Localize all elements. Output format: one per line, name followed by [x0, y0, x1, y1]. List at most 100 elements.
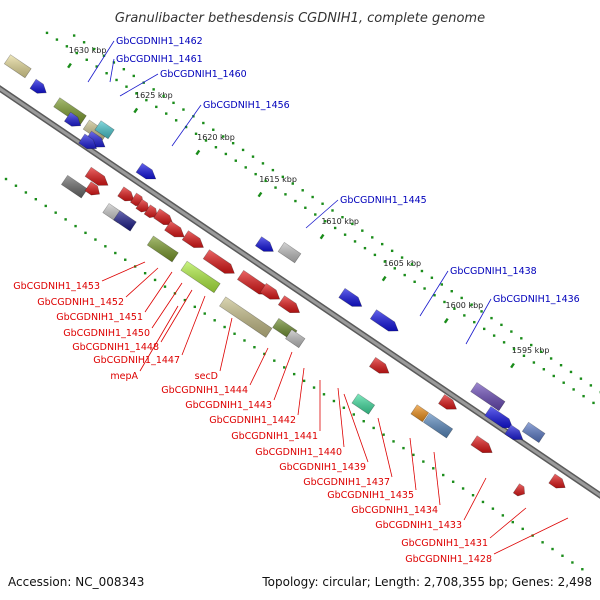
gene-shading	[147, 236, 179, 262]
gene-shading	[135, 199, 149, 213]
dot-track-mark	[163, 285, 167, 288]
gene-shading	[83, 120, 108, 142]
dot-track-mark	[342, 406, 346, 409]
gene-shading	[144, 204, 158, 218]
gene-shading	[255, 236, 274, 252]
gene-label-bottom: GbCGDNIH1_1441	[231, 431, 318, 442]
gene-label-bottom: GbCGDNIH1_1437	[303, 477, 390, 488]
leader-line-bottom	[343, 393, 369, 463]
dot-track-mark	[243, 339, 246, 342]
leader-line-bottom	[139, 305, 179, 372]
gene-shading	[351, 393, 375, 415]
dot-track-mark	[264, 179, 267, 183]
dot-track-mark	[561, 554, 564, 557]
leader-line-bottom	[493, 517, 569, 555]
dot-track-mark	[241, 148, 245, 152]
dot-track-mark	[254, 172, 257, 176]
leader-line-bottom	[160, 289, 193, 343]
dot-track-mark	[82, 41, 86, 44]
dot-track-mark	[471, 494, 475, 497]
dot-track-mark	[361, 229, 364, 232]
dot-track-mark	[382, 433, 385, 436]
dot-track-mark	[153, 278, 157, 282]
leader-line-bottom	[377, 417, 393, 478]
dot-track-mark	[182, 108, 185, 111]
dot-track-mark	[559, 364, 563, 367]
dot-track-mark	[155, 105, 158, 109]
dot-track-mark	[112, 61, 116, 64]
gene-label-bottom: GbCGDNIH1_1448	[72, 342, 159, 353]
leader-line-top	[305, 199, 339, 229]
map-title: Granulibacter bethesdensis CGDNIH1, comp…	[115, 11, 485, 26]
leader-line-bottom	[151, 282, 183, 329]
dot-track-mark	[294, 199, 297, 203]
gene-label-top: GbCGDNIH1_1438	[450, 266, 537, 277]
dot-track-mark	[492, 334, 496, 337]
dot-track-mark	[551, 547, 554, 551]
gene-shading	[423, 413, 453, 438]
dot-track-mark	[440, 283, 444, 286]
dot-track-mark	[443, 300, 446, 304]
dot-track-mark	[582, 394, 585, 398]
gene-label-bottom: GbCGDNIH1_1433	[375, 520, 462, 531]
dot-track-mark	[183, 298, 187, 302]
dot-track-mark	[413, 280, 416, 283]
dot-track-mark	[461, 487, 465, 490]
dot-track-mark	[271, 168, 275, 172]
dot-track-mark	[172, 101, 175, 105]
dot-track-mark	[301, 189, 304, 192]
gene-label-bottom: GbCGDNIH1_1447	[93, 355, 180, 366]
dot-track-mark	[233, 332, 236, 335]
dot-track-mark	[351, 222, 354, 226]
dot-track-mark	[460, 296, 463, 300]
dot-track-mark	[453, 307, 456, 310]
dot-track-mark	[542, 368, 546, 371]
gene-label-bottom: GbCGDNIH1_1434	[351, 505, 438, 516]
dot-track-mark	[362, 420, 365, 423]
dot-track-mark	[152, 88, 155, 91]
dot-track-mark	[502, 341, 506, 344]
gene-shading	[64, 112, 81, 127]
leader-line-bottom	[101, 261, 146, 282]
dot-track-mark	[539, 350, 543, 353]
dot-track-mark	[392, 440, 395, 443]
dot-track-mark	[522, 354, 526, 357]
dot-track-mark	[480, 310, 483, 313]
dot-track-mark	[84, 231, 87, 235]
gene-shading	[94, 120, 115, 139]
dot-track-mark	[371, 236, 374, 239]
gene-shading	[548, 474, 566, 489]
gene-shading	[410, 404, 429, 422]
kbp-label: 1600 kbp	[446, 301, 484, 310]
dot-track-mark	[292, 372, 296, 376]
dot-track-mark	[284, 193, 287, 196]
dot-track-mark	[373, 253, 377, 257]
dot-track-mark	[490, 316, 493, 320]
dot-track-mark	[450, 290, 453, 293]
gene-label-bottom: GbCGDNIH1_1439	[279, 462, 366, 473]
dot-track-mark	[24, 191, 28, 194]
gene-shading	[113, 210, 137, 232]
gene-shading	[278, 242, 301, 263]
leader-line-bottom	[273, 351, 293, 401]
dot-track-mark	[74, 224, 77, 228]
dot-track-mark	[135, 92, 138, 95]
dot-track-mark	[314, 213, 317, 216]
dot-track-mark	[592, 401, 595, 405]
gene-shading	[136, 163, 156, 179]
dot-track-mark	[572, 388, 575, 391]
gene-shading	[522, 422, 545, 443]
gene-label-bottom: GbCGDNIH1_1435	[327, 490, 414, 501]
dot-track-mark	[75, 51, 79, 55]
dot-track-mark	[304, 206, 307, 209]
dot-track-mark	[442, 473, 445, 477]
dot-track-mark	[333, 226, 337, 230]
gene-shading	[164, 221, 185, 237]
dot-track-mark	[114, 251, 117, 255]
leader-line-bottom	[337, 387, 345, 448]
leader-line-bottom	[489, 507, 527, 539]
dot-track-mark	[463, 314, 466, 317]
topology-text: Topology: circular; Length: 2,708,355 bp…	[261, 575, 592, 589]
gene-shading	[4, 54, 32, 78]
dot-track-mark	[552, 374, 555, 378]
